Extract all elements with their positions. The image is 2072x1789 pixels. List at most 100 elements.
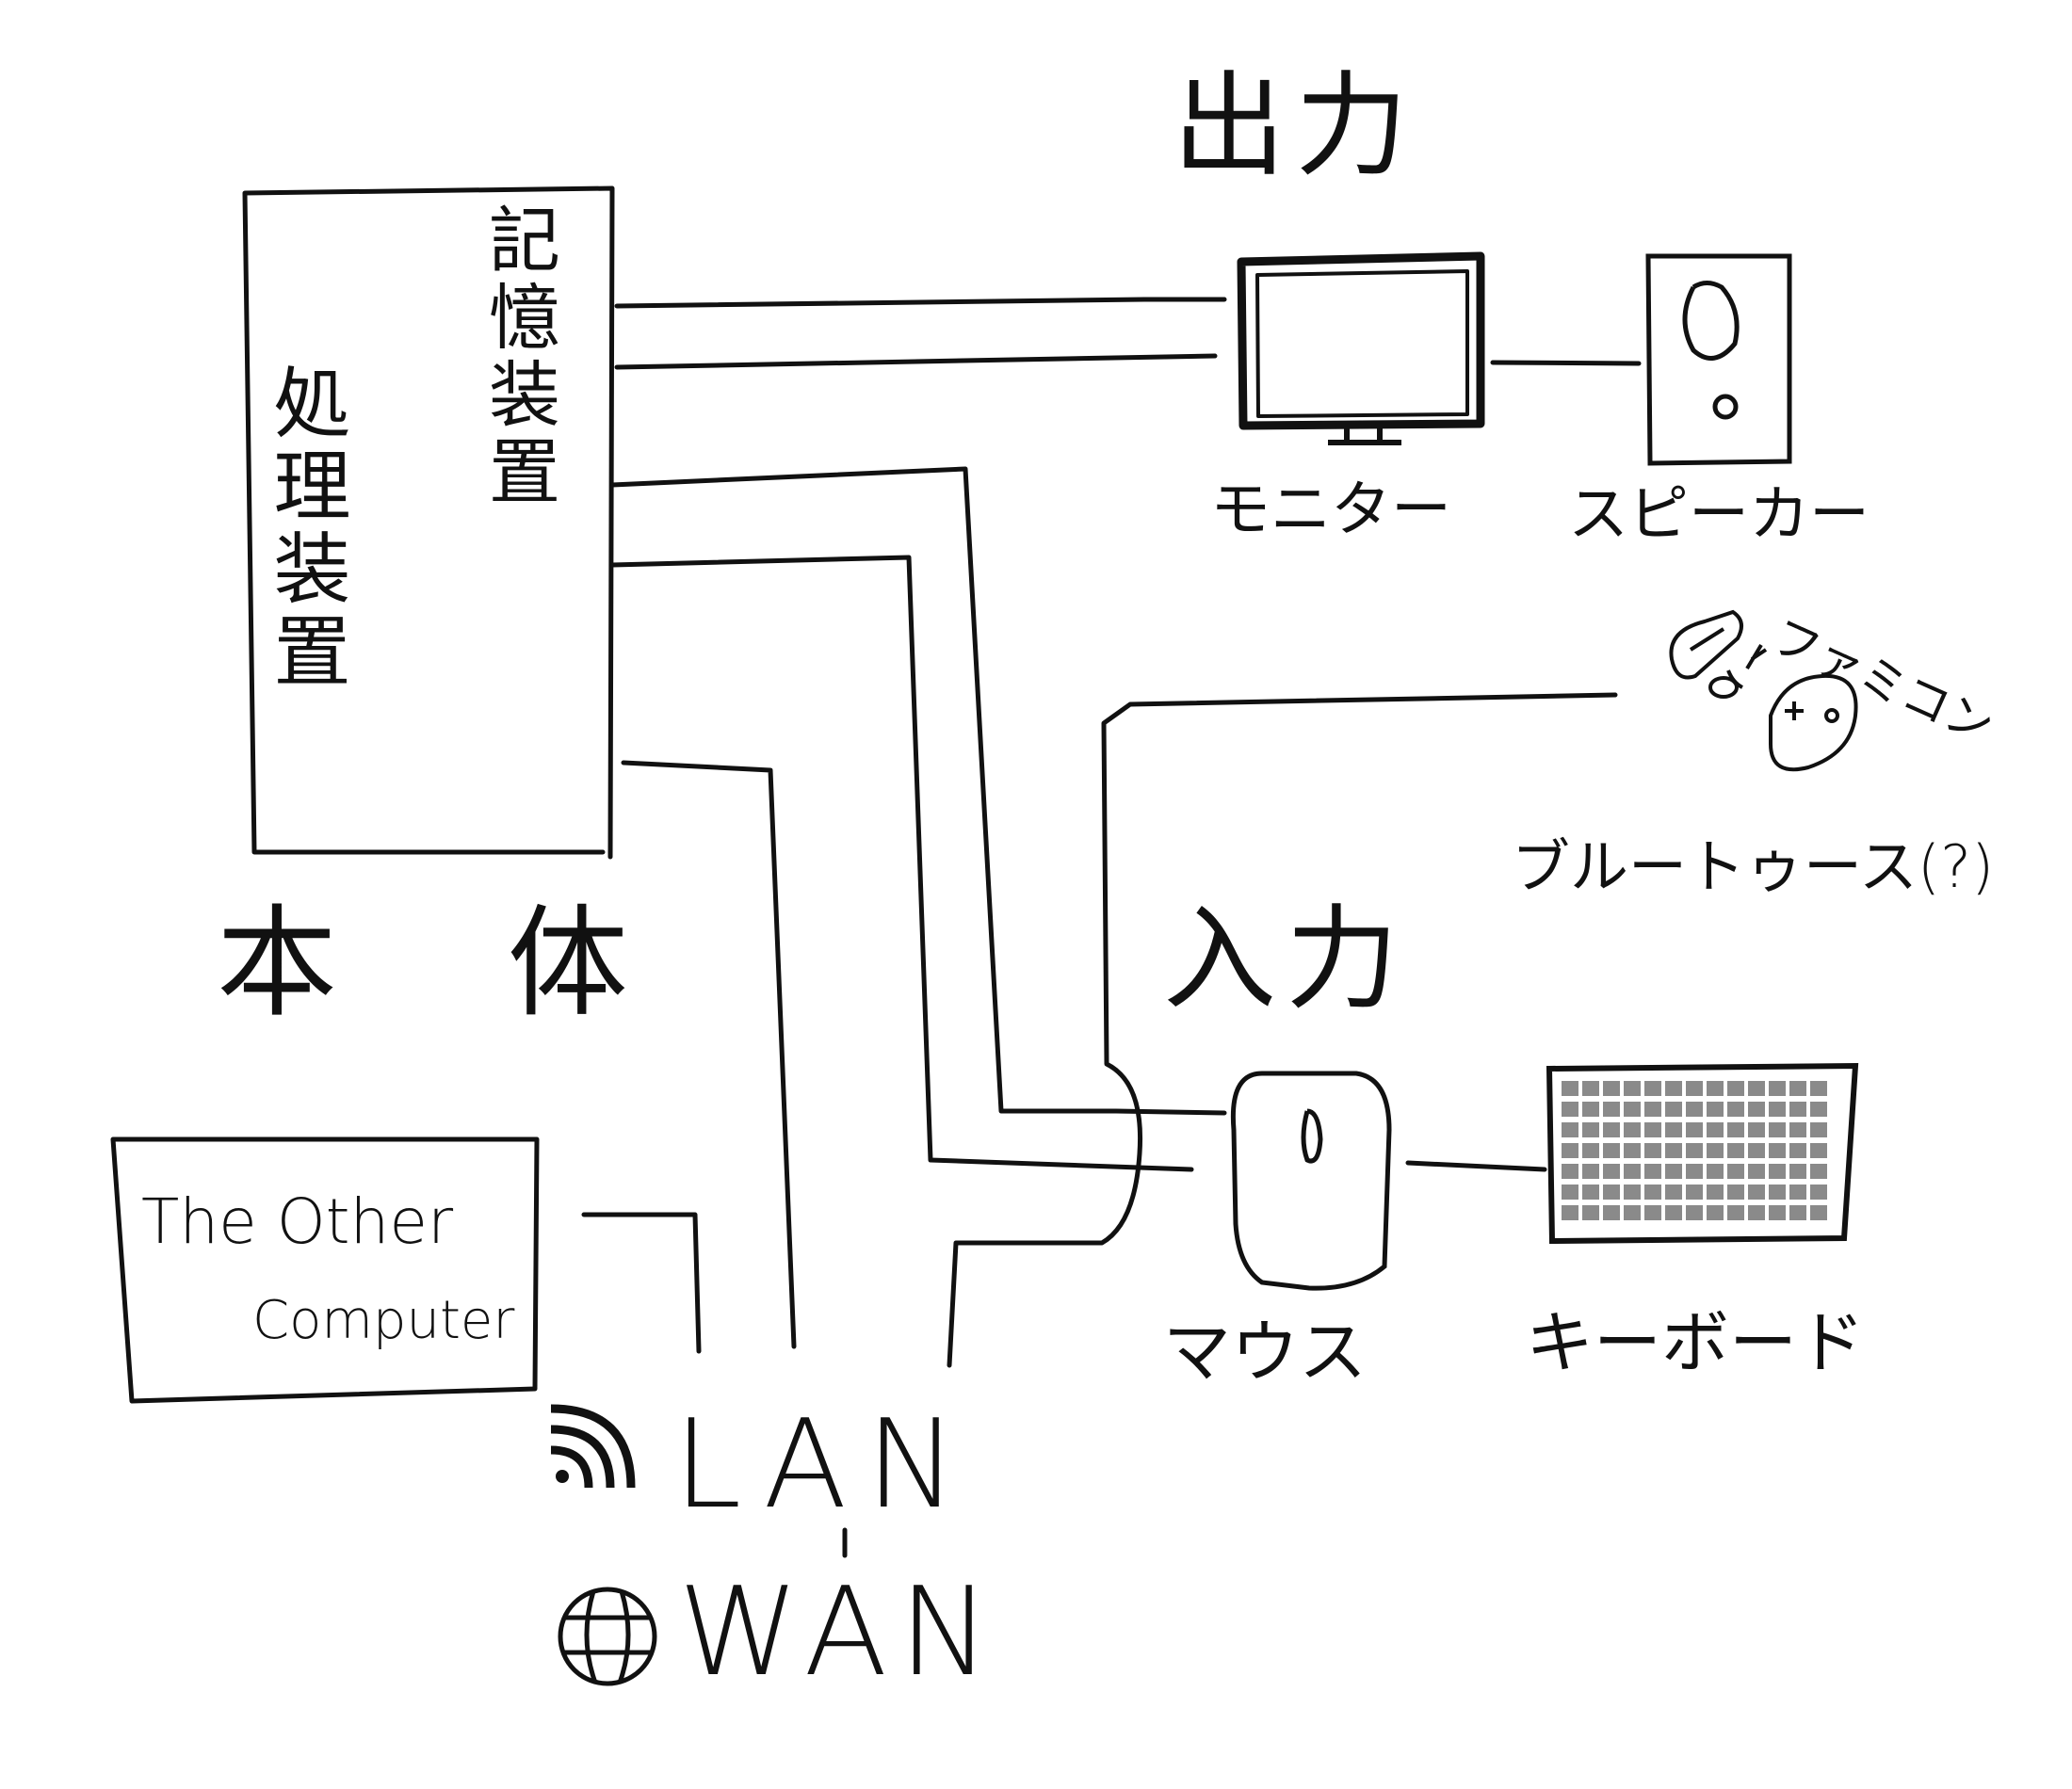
other-computer-label-line1: The Other [141,1185,454,1258]
keyboard-key [1644,1081,1661,1096]
keyboard-key [1707,1185,1724,1200]
keyboard-key [1582,1143,1599,1158]
keyboard-key [1603,1164,1620,1179]
keyboard-key [1582,1102,1599,1117]
keyboard-key [1665,1205,1682,1220]
keyboard-key [1769,1205,1786,1220]
keyboard-key [1727,1185,1744,1200]
keyboard-key [1810,1164,1827,1179]
keyboard-key [1686,1122,1703,1137]
output-heading: 出力 [1173,61,1417,192]
keyboard-key [1727,1122,1744,1137]
keyboard-key [1665,1081,1682,1096]
keyboard-key [1727,1164,1744,1179]
keyboard-key [1789,1122,1806,1137]
keyboard-key [1748,1185,1765,1200]
keyboard-key [1810,1122,1827,1137]
keyboard-key [1603,1081,1620,1096]
input-heading: 入力 [1163,894,1408,1025]
keyboard-key [1789,1102,1806,1117]
keyboard-key [1727,1102,1744,1117]
keyboard-key [1789,1185,1806,1200]
keyboard-key [1789,1081,1806,1096]
keyboard-key [1624,1143,1641,1158]
main-unit-label: 本 体 [217,894,694,1034]
keyboard-key [1665,1122,1682,1137]
storage-unit-label: 記憶装置 [477,202,560,511]
keyboard-key [1748,1122,1765,1137]
keyboard-key [1789,1205,1806,1220]
wire-storage-mouse-1 [609,466,1227,1116]
keyboard-key [1748,1081,1765,1096]
keyboard-key [1748,1164,1765,1179]
keyboard-key [1603,1143,1620,1158]
keyboard-key [1644,1185,1661,1200]
keyboard-key [1562,1185,1578,1200]
wifi-icon [550,1404,636,1489]
keyboard-key [1665,1143,1682,1158]
keyboard-key [1562,1143,1578,1158]
keyboard-key [1603,1205,1620,1220]
keyboard-key [1727,1143,1744,1158]
main-unit-box [242,185,615,860]
speaker-icon [1645,253,1792,466]
keyboard-key [1686,1081,1703,1096]
keyboard-key [1644,1143,1661,1158]
keyboard-key [1686,1102,1703,1117]
keyboard-key [1624,1122,1641,1137]
keyboard-key [1603,1122,1620,1137]
keyboard-key [1582,1164,1599,1179]
keyboard-key [1707,1143,1724,1158]
other-computer-label-line2: Computer [252,1290,515,1351]
keyboard-key [1562,1081,1578,1096]
keyboard-key [1644,1102,1661,1117]
keyboard-key [1810,1185,1827,1200]
keyboard-key [1562,1164,1578,1179]
keyboard-key [1810,1205,1827,1220]
keyboard-key [1810,1081,1827,1096]
keyboard-key [1789,1164,1806,1179]
keyboard-key [1624,1205,1641,1220]
speaker-label: スピーカー [1568,480,1870,550]
keyboard-key [1686,1205,1703,1220]
keyboard-key [1748,1102,1765,1117]
keyboard-key [1707,1102,1724,1117]
keyboard-key [1624,1164,1641,1179]
wire-other-lan [581,1212,702,1354]
keyboard-key [1769,1164,1786,1179]
keyboard-key [1582,1205,1599,1220]
keyboard-key [1769,1185,1786,1200]
wire-storage-mouse-2 [609,555,1194,1172]
keyboard-key [1665,1185,1682,1200]
wire-storage-monitor-2 [614,353,1218,370]
keyboard-key [1624,1185,1641,1200]
keyboard-key [1644,1164,1661,1179]
keyboard-key [1727,1081,1744,1096]
wan-label: WAN [678,1560,1002,1703]
keyboard-key [1582,1185,1599,1200]
keyboard-key [1582,1081,1599,1096]
mouse-label: マウス [1163,1313,1368,1392]
keyboard-key [1582,1122,1599,1137]
keyboard-key [1624,1102,1641,1117]
keyboard-key [1686,1164,1703,1179]
keyboard-key [1562,1205,1578,1220]
keyboard-key [1686,1185,1703,1200]
keyboard-key [1810,1102,1827,1117]
keyboard-key [1748,1143,1765,1158]
monitor-icon [1237,251,1485,445]
mouse-icon [1230,1071,1392,1291]
wire-bluetooth [947,692,1618,1368]
keyboard-key [1665,1102,1682,1117]
keyboard-key [1644,1205,1661,1220]
keyboard-key [1707,1081,1724,1096]
keyboard-key [1789,1143,1806,1158]
keyboard-key [1769,1122,1786,1137]
keyboard-key [1603,1185,1620,1200]
wire-main-lan [621,760,797,1349]
keyboard-key [1727,1205,1744,1220]
other-computer-box [110,1136,540,1404]
keyboard-key [1603,1102,1620,1117]
keyboard-key [1769,1143,1786,1158]
keyboard-key [1748,1205,1765,1220]
